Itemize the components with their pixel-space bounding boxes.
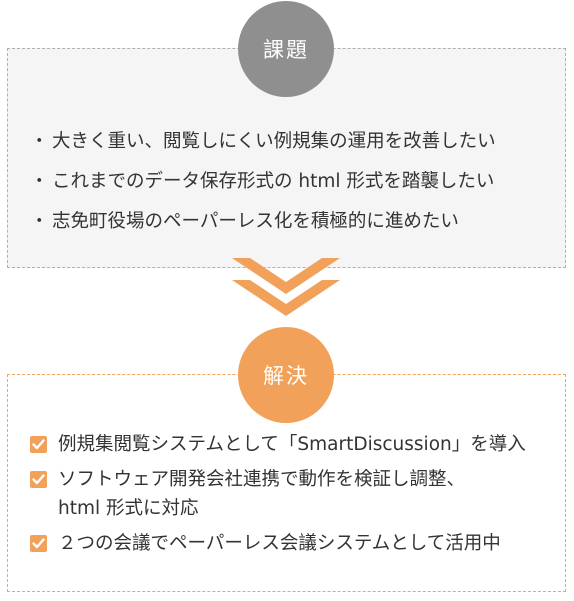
problem-item-text: 志免町役場のペーパーレス化を積極的に進めたい	[52, 211, 459, 232]
chevron-upper	[232, 258, 340, 294]
solution-item-line: html 形式に対応	[58, 498, 199, 519]
bullet-dot: ・	[30, 171, 49, 192]
checkmark-icon	[30, 436, 47, 453]
problem-item-text: これまでのデータ保存形式の html 形式を踏襲したい	[52, 171, 495, 192]
problem-item-text: 大きく重い、閲覧しにくい例規集の運用を改善したい	[52, 131, 496, 152]
solution-item-text: ソフトウェア開発会社連携で動作を検証し調整、 html 形式に対応	[58, 465, 465, 523]
solution-item-text: 例規集閲覧システムとして「SmartDiscussion」を導入	[58, 430, 526, 459]
problem-item: ・ これまでのデータ保存形式の html 形式を踏襲したい	[30, 160, 496, 200]
solution-item: 例規集閲覧システムとして「SmartDiscussion」を導入	[30, 430, 526, 459]
solution-item: ２つの会議でペーパーレス会議システムとして活用中	[30, 529, 526, 558]
solution-item-line: ２つの会議でペーパーレス会議システムとして活用中	[58, 533, 501, 554]
double-chevron-down-icon	[232, 258, 340, 316]
solution-item-text: ２つの会議でペーパーレス会議システムとして活用中	[58, 529, 501, 558]
bullet-dot: ・	[30, 131, 49, 152]
solution-item-line: ソフトウェア開発会社連携で動作を検証し調整、	[58, 469, 466, 490]
bullet-dot: ・	[30, 211, 49, 232]
solution-item: ソフトウェア開発会社連携で動作を検証し調整、 html 形式に対応	[30, 465, 526, 523]
problem-badge: 課題	[238, 1, 334, 97]
solution-item-line: 例規集閲覧システムとして「SmartDiscussion」を導入	[58, 434, 526, 455]
checkmark-icon	[30, 535, 47, 552]
problem-item: ・ 志免町役場のペーパーレス化を積極的に進めたい	[30, 200, 496, 240]
checkmark-icon	[30, 471, 47, 488]
solution-list: 例規集閲覧システムとして「SmartDiscussion」を導入 ソフトウェア開…	[30, 430, 526, 564]
problem-item: ・ 大きく重い、閲覧しにくい例規集の運用を改善したい	[30, 120, 496, 160]
solution-badge: 解決	[238, 327, 334, 423]
problem-list: ・ 大きく重い、閲覧しにくい例規集の運用を改善したい ・ これまでのデータ保存形…	[30, 120, 496, 240]
chevron-lower	[232, 280, 340, 316]
